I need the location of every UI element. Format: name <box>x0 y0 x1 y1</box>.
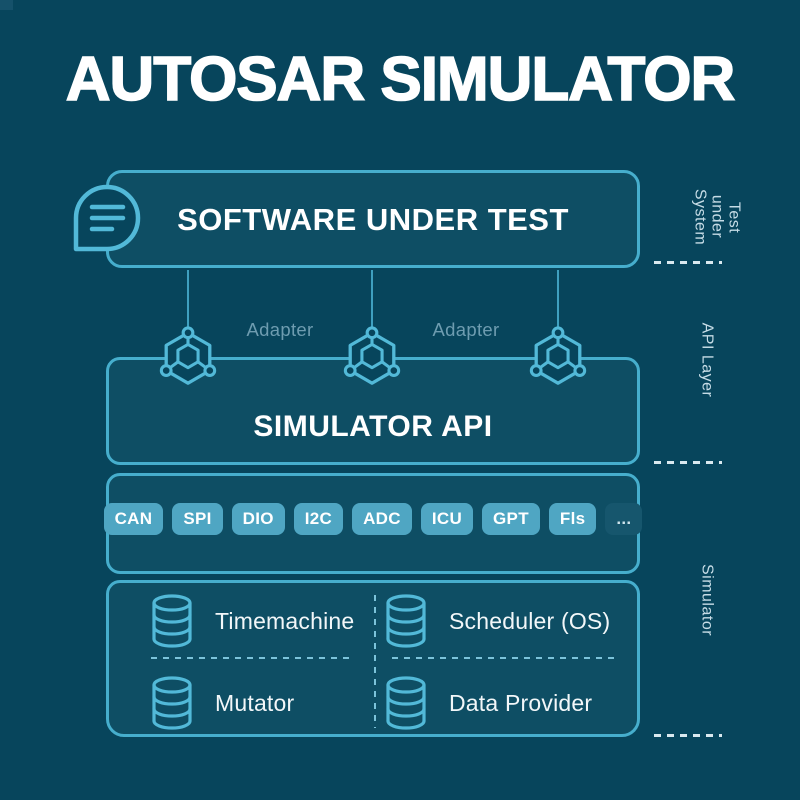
database-icon <box>152 594 192 648</box>
database-icon <box>152 676 192 730</box>
component-label-scheduler: Scheduler (OS) <box>449 608 611 634</box>
side-divider <box>654 734 722 737</box>
chips-row: CAN SPI DIO I2C ADC ICU GPT Fls ... <box>103 503 643 535</box>
connector-line-center <box>371 270 373 332</box>
side-divider <box>654 461 722 464</box>
component-label-data-provider: Data Provider <box>449 690 593 716</box>
components-box: Timemachine Scheduler (OS) Mutator Data … <box>106 580 640 737</box>
chip-spi: SPI <box>172 503 223 535</box>
page-title: AUTOSAR SIMULATOR <box>65 44 736 115</box>
side-label-api-layer: API Layer <box>698 322 716 398</box>
database-icon <box>386 594 426 648</box>
chip-icu: ICU <box>420 503 474 535</box>
adapter-label-right: Adapter <box>432 319 500 340</box>
adapter-label-left: Adapter <box>246 319 314 340</box>
simulator-api-label: SIMULATOR API <box>253 410 493 443</box>
chip-more: ... <box>605 503 643 535</box>
chip-i2c: I2C <box>293 503 344 535</box>
component-label-timemachine: Timemachine <box>215 608 355 634</box>
connector-line-right <box>557 270 559 332</box>
row-divider-right <box>392 657 616 659</box>
corner-accent <box>0 0 13 10</box>
peripheral-chips-box: CAN SPI DIO I2C ADC ICU GPT Fls ... <box>103 473 643 574</box>
adapter-node-icon <box>343 326 401 385</box>
adapter-node-icon <box>529 326 587 385</box>
database-icon <box>386 676 426 730</box>
row-divider-left <box>151 657 352 659</box>
column-divider <box>374 595 376 728</box>
chip-adc: ADC <box>352 503 412 535</box>
chip-can: CAN <box>103 503 164 535</box>
component-label-mutator: Mutator <box>215 690 295 716</box>
software-under-test-box: SOFTWARE UNDER TEST <box>106 170 640 268</box>
chip-fls: Fls <box>548 503 597 535</box>
chip-gpt: GPT <box>482 503 540 535</box>
side-label-simulator: Simulator <box>698 563 716 637</box>
side-divider <box>654 261 722 264</box>
chat-bubble-icon <box>73 184 141 252</box>
adapter-node-icon <box>159 326 217 385</box>
connector-line-left <box>187 270 189 332</box>
chip-dio: DIO <box>231 503 285 535</box>
side-label-system-under-test: System under Test <box>691 188 743 246</box>
software-under-test-label: SOFTWARE UNDER TEST <box>177 202 569 237</box>
